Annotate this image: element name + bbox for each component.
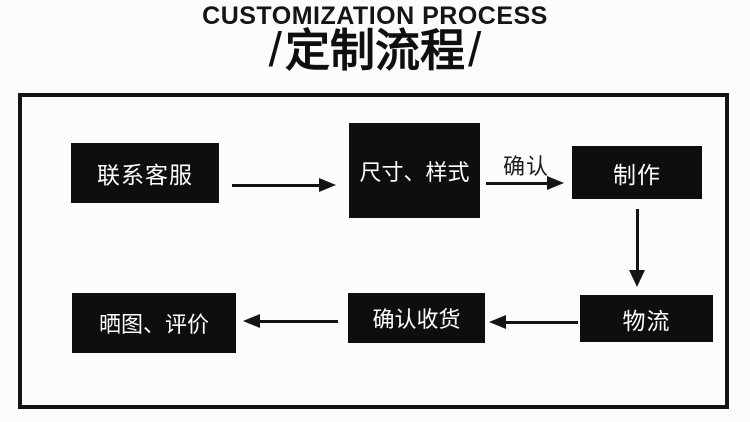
arrowhead-down-icon [629,270,645,287]
arrowhead-right-icon [547,176,564,190]
flow-node-confirm-receipt: 确认收货 [348,293,485,343]
flow-node-production: 制作 [572,146,702,199]
arrow-size-to-production-icon [486,175,564,191]
flow-node-logistics: 物流 [580,295,713,342]
arrow-shaft [506,320,578,324]
title-chinese-text: 定制流程 [284,25,465,76]
edge-label-confirm: 确认 [502,154,549,179]
arrowhead-left-icon [243,314,260,328]
title-chinese: /定制流程/ [0,24,750,78]
arrowhead-left-icon [489,315,506,329]
flow-node-contact-service: 联系客服 [71,143,219,203]
slash-left: / [268,24,282,77]
arrow-shaft [232,183,319,187]
arrow-shaft [486,181,547,185]
arrow-shaft [635,209,639,270]
arrow-contact-to-size-icon [232,177,336,193]
arrowhead-right-icon [319,178,336,192]
arrow-receipt-to-review-icon [243,313,338,329]
flow-node-size-style: 尺寸、样式 [349,123,480,218]
slash-right: / [468,24,482,77]
title-english: CUSTOMIZATION PROCESS [202,2,548,30]
arrow-logistics-to-receipt-icon [489,314,578,330]
arrow-production-to-logistics-icon [629,209,645,287]
flow-node-review: 晒图、评价 [72,293,236,353]
arrow-shaft [260,319,338,323]
diagram-frame [18,93,729,409]
